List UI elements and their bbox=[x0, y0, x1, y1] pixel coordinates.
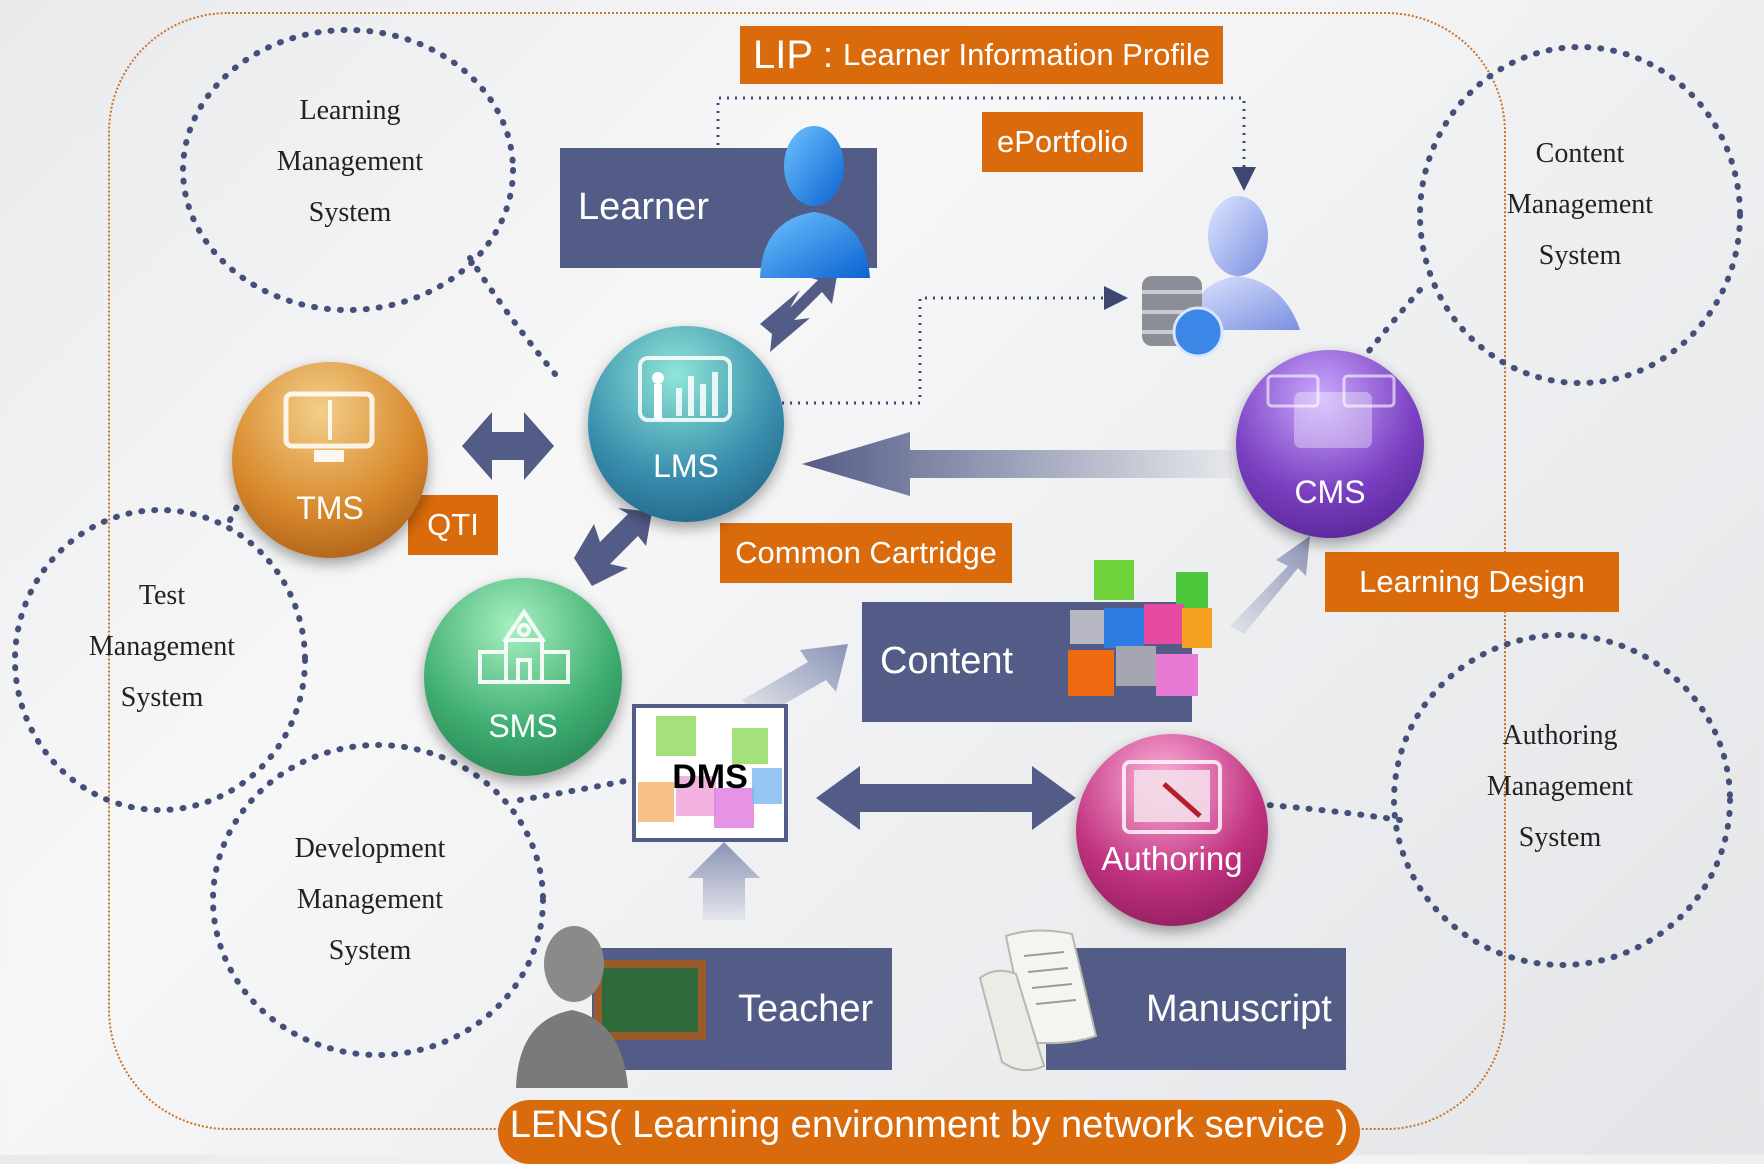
test-management-bubble: Test Management System bbox=[62, 570, 262, 723]
common-cartridge-tag: Common Cartridge bbox=[720, 523, 1012, 583]
bubble-text: System bbox=[1518, 822, 1602, 853]
school-icon bbox=[478, 608, 570, 684]
sms-label: SMS bbox=[488, 708, 558, 744]
learner-lms-arrow bbox=[760, 270, 838, 352]
development-bubble-outline bbox=[210, 742, 546, 1058]
dms-content-arrow bbox=[742, 644, 848, 718]
lens-footer-label: LENS( Learning environment by network se… bbox=[509, 1103, 1349, 1146]
bubble-text: Management bbox=[276, 146, 424, 177]
bubble-text: System bbox=[120, 682, 204, 713]
dms-authoring-arrow bbox=[816, 766, 1076, 830]
teacher-icon bbox=[516, 926, 706, 1088]
bubble-text: Test bbox=[138, 580, 186, 611]
learner-label: Learner bbox=[578, 186, 709, 228]
learning-bubble-outline bbox=[180, 27, 516, 313]
authoring-management-bubble: Authoring Management System bbox=[1460, 710, 1660, 863]
qti-tag: QTI bbox=[408, 495, 498, 555]
qti-label: QTI bbox=[427, 507, 479, 542]
eportfolio-label: ePortfolio bbox=[997, 124, 1128, 159]
manuscript-label: Manuscript bbox=[1146, 988, 1332, 1030]
lens-footer-banner: LENS( Learning environment by network se… bbox=[498, 1100, 1360, 1164]
lms-sms-arrow bbox=[574, 508, 652, 586]
bubble-text: Learning bbox=[299, 95, 401, 126]
lip-separator: : bbox=[813, 34, 844, 75]
learner-person-icon bbox=[760, 126, 870, 278]
dms-cubes-icon bbox=[638, 716, 782, 828]
bubble-text: Management bbox=[1506, 189, 1654, 220]
learning-design-label: Learning Design bbox=[1359, 564, 1585, 599]
teacher-label: Teacher bbox=[738, 988, 874, 1030]
tms-label: TMS bbox=[296, 490, 364, 526]
cms-node: CMS bbox=[1236, 350, 1424, 538]
lip-long: Learner Information Profile bbox=[843, 37, 1211, 72]
sms-node: SMS bbox=[424, 578, 622, 776]
bubble-text: Content bbox=[1535, 138, 1625, 169]
bubble-text: Management bbox=[1486, 771, 1634, 802]
monitor-icon bbox=[283, 391, 375, 462]
content-management-bubble: Content Management System bbox=[1480, 128, 1680, 281]
bubble-text: Management bbox=[88, 631, 236, 662]
learning-management-bubble: Learning Management System bbox=[250, 85, 450, 238]
authoring-bubble-outline bbox=[1391, 632, 1733, 968]
manuscript-scroll-icon bbox=[978, 929, 1098, 1072]
cubes-icon bbox=[1068, 560, 1212, 696]
lip-tag: LIP : Learner Information Profile bbox=[740, 26, 1223, 84]
bubble-text: Development bbox=[294, 833, 446, 864]
bubble-text: Management bbox=[296, 884, 444, 915]
cms-label: CMS bbox=[1294, 474, 1366, 510]
learning-design-tag: Learning Design bbox=[1325, 552, 1619, 612]
tms-lms-arrow bbox=[462, 412, 554, 480]
content-bubble-outline bbox=[1417, 44, 1743, 386]
bubble-text: System bbox=[328, 935, 412, 966]
authoring-node: Authoring bbox=[1076, 734, 1268, 926]
dms-box: DMS bbox=[632, 704, 788, 842]
content-label: Content bbox=[880, 640, 1014, 682]
eportfolio-tag: ePortfolio bbox=[982, 112, 1143, 172]
lms-node: LMS bbox=[588, 326, 784, 522]
authoring-label: Authoring bbox=[1101, 840, 1243, 877]
common-cartridge-label: Common Cartridge bbox=[735, 535, 997, 570]
manuscript-box: Manuscript bbox=[1046, 948, 1346, 1070]
tms-node: TMS bbox=[232, 362, 428, 558]
lip-short: LIP bbox=[752, 32, 813, 77]
windows-icon bbox=[1266, 374, 1396, 448]
bubble-text: System bbox=[1538, 240, 1622, 271]
bubble-text: Authoring bbox=[1502, 720, 1618, 751]
lms-label: LMS bbox=[653, 448, 719, 484]
chart-icon bbox=[638, 356, 732, 422]
content-cms-arrow bbox=[1230, 536, 1310, 634]
bubble-text: System bbox=[308, 197, 392, 228]
database-user-icon bbox=[1142, 196, 1300, 358]
test-bubble-outline bbox=[12, 507, 308, 813]
cms-lms-arrow bbox=[802, 432, 1232, 496]
pen-tablet-icon bbox=[1122, 760, 1222, 834]
development-management-bubble: Development Management System bbox=[270, 823, 470, 976]
dms-label: DMS bbox=[672, 758, 748, 796]
teacher-dms-arrow bbox=[688, 842, 760, 920]
